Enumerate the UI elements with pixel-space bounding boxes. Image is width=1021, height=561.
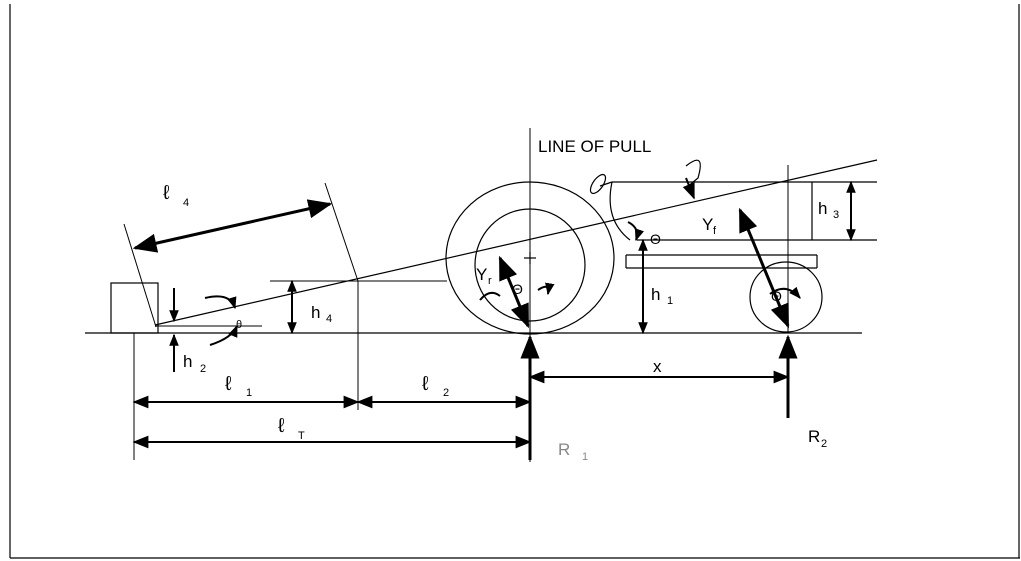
label-R1: R — [558, 440, 570, 459]
label-h4-sub: 4 — [326, 313, 332, 325]
label-Yr-sub: r — [488, 275, 492, 287]
line-of-pull — [154, 159, 878, 326]
dimension-arrows — [132, 180, 856, 449]
force-arrows — [498, 177, 798, 460]
label-l1-sub: 1 — [246, 387, 252, 399]
label-l2: ℓ — [422, 373, 429, 395]
label-theta-line: Θ — [650, 231, 661, 247]
label-l2-sub: 2 — [443, 387, 449, 399]
label-lT-sub: T — [298, 430, 305, 442]
label-l1: ℓ — [225, 373, 232, 395]
label-l4-sub: 4 — [183, 197, 189, 209]
label-h2-sub: 2 — [200, 363, 206, 375]
label-R2-sub: 2 — [821, 438, 827, 450]
frame — [9, 4, 1020, 559]
implement-box — [110, 282, 159, 334]
label-h1-sub: 1 — [667, 295, 673, 307]
line-of-pull-title: LINE OF PULL — [538, 137, 651, 156]
label-Yf-sub: f — [713, 225, 717, 237]
label-theta-hitch: θ — [236, 319, 242, 331]
label-h3: h — [818, 199, 827, 218]
label-theta-rear: Θ — [512, 281, 523, 297]
label-l4: ℓ — [163, 182, 170, 204]
label-Yr: Y — [476, 265, 487, 284]
label-R2: R — [808, 427, 820, 446]
label-h4: h — [311, 303, 320, 322]
rear-wheel — [445, 181, 615, 335]
label-h1: h — [651, 285, 660, 304]
moment-arcs — [204, 221, 801, 346]
label-x: x — [653, 357, 662, 376]
label-Yf: Y — [702, 215, 713, 234]
label-theta-front: Θ — [771, 288, 782, 304]
label-h3-sub: 3 — [833, 209, 839, 221]
label-h2: h — [183, 352, 192, 371]
label-lT: ℓ — [278, 415, 285, 437]
label-R1-sub: 1 — [582, 451, 588, 463]
